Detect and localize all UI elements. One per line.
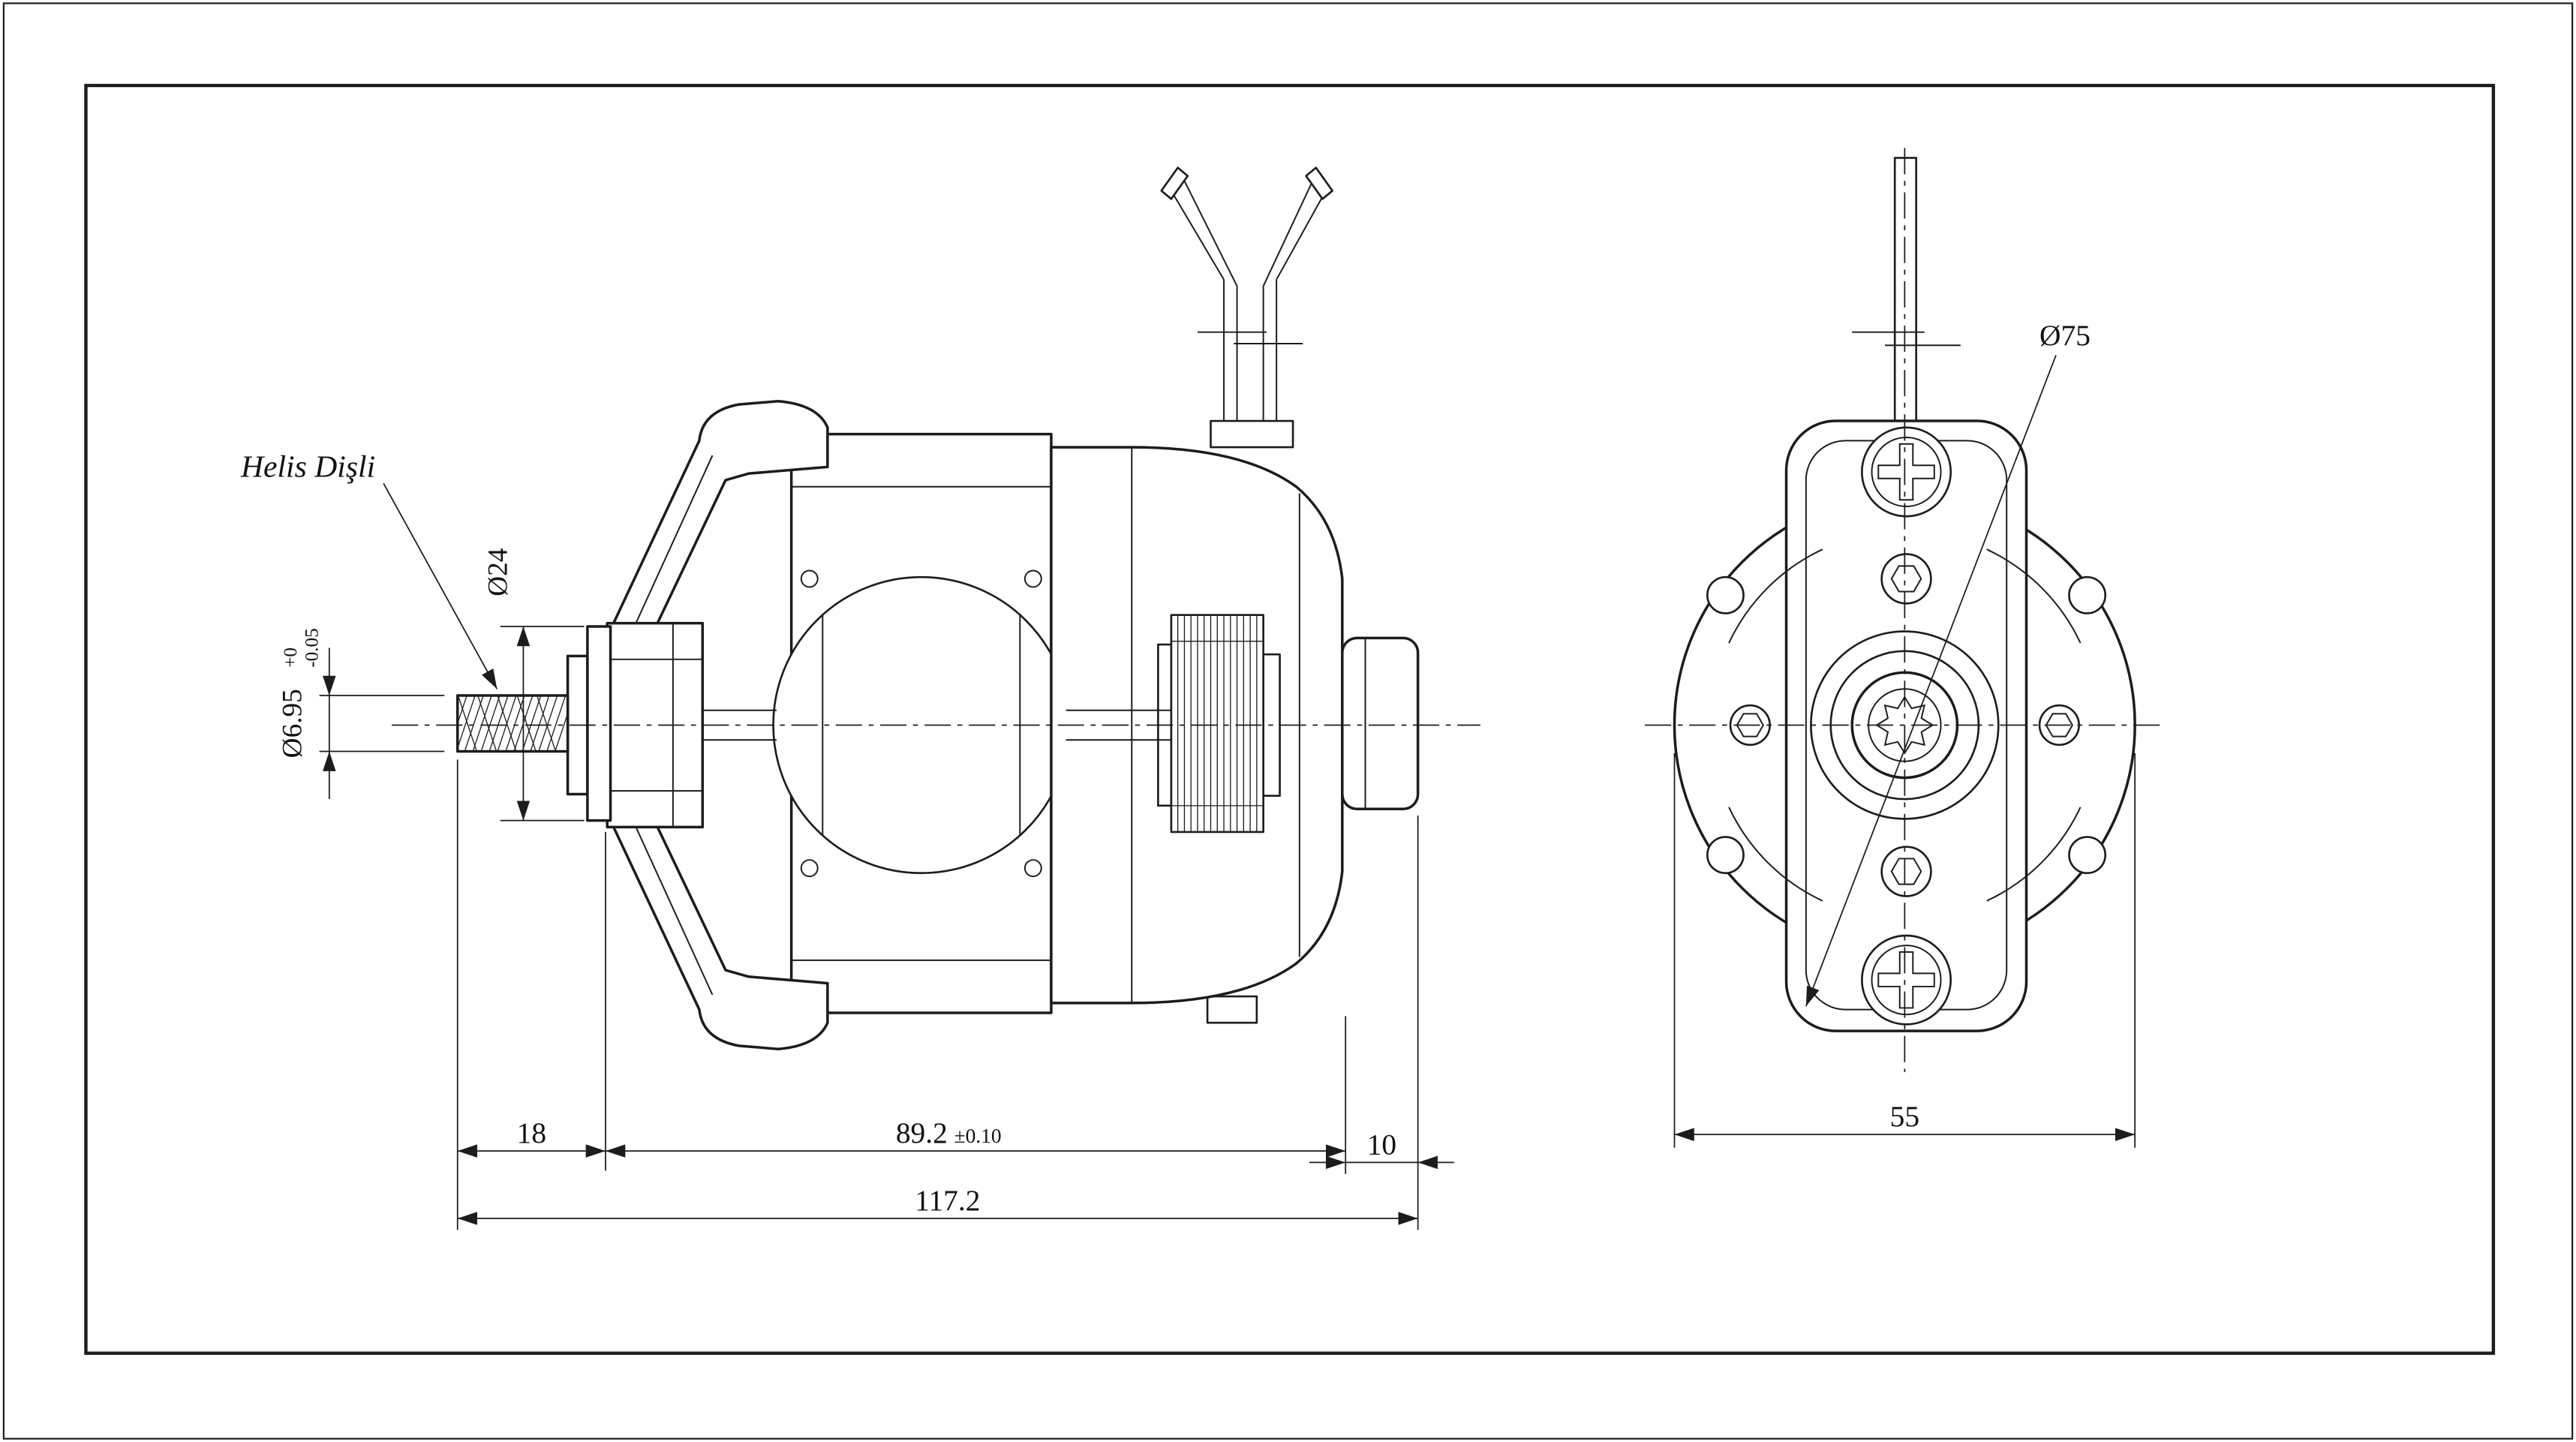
overall-length-value: 117.2: [915, 1184, 980, 1217]
commutator: [1157, 614, 1281, 834]
dim-rear-length: 10: [1309, 816, 1454, 1230]
stator-bolt-hole: [800, 569, 819, 588]
rotor-shaft: [702, 709, 1171, 741]
helical-gear: [456, 694, 570, 753]
shaft-dia-value: Ø6.95: [278, 689, 308, 758]
rear-shaft: [1341, 636, 1420, 811]
bracket-bottom-arm: [609, 796, 829, 1050]
dim-flange-circle: Ø75: [1805, 319, 2091, 1007]
collar-dia-value: Ø24: [483, 548, 514, 596]
dim-gear-length: 18: [456, 759, 606, 1230]
dim-shaft-diameter: Ø6.95 +0 -0.05: [278, 628, 445, 800]
dim-housing-width: 55: [1673, 753, 2136, 1148]
dim-overall-length: 117.2: [457, 1184, 1418, 1225]
dim-collar-diameter: Ø24: [483, 548, 585, 822]
stator-bolt-hole: [800, 859, 819, 878]
hex-boss-top: [1880, 553, 1932, 605]
rear-length-value: 10: [1367, 1128, 1396, 1161]
stator-bolt-hole: [1023, 859, 1042, 878]
wire-terminal-left: [1160, 167, 1189, 200]
phillips-screw-bottom: [1861, 934, 1952, 1026]
dimensions: Helis Dişli Ø6.95 +0 -0.05 Ø24: [240, 319, 2136, 1230]
hex-boss-bottom: [1880, 846, 1932, 897]
power-wires: [1160, 167, 1333, 422]
wire-exit-boss: [1210, 419, 1294, 449]
callout-helical-gear: Helis Dişli: [240, 450, 498, 689]
stator-bolt-hole: [1023, 569, 1042, 588]
housing-width-value: 55: [1890, 1100, 1919, 1133]
flange-dia-value: Ø75: [2039, 319, 2091, 352]
casting-arcs: [1728, 548, 2082, 902]
shaft-break-marks: [1852, 331, 1961, 347]
front-shaft: [1893, 157, 1917, 425]
gear-length-value: 18: [517, 1116, 546, 1149]
bracket-top-arm: [609, 399, 829, 654]
helical-gear-label: Helis Dişli: [240, 450, 375, 485]
body-length-tol: ±0.10: [954, 1125, 1002, 1147]
side-view: [392, 167, 1480, 1050]
shaft-dia-tol-plus: +0: [281, 647, 301, 668]
wire-terminal-right: [1305, 167, 1333, 200]
sheet-border: [84, 83, 2496, 1355]
phillips-screw-top: [1861, 426, 1952, 518]
dim-body-length: 89.2 ±0.10: [606, 1016, 1347, 1174]
shaft-dia-tol-minus: -0.05: [302, 628, 322, 667]
front-view: [1645, 148, 2165, 1072]
shaft-collar: [566, 625, 612, 822]
bottom-boss: [1206, 995, 1258, 1024]
bolt-holes: [1706, 575, 2107, 875]
body-length-value: 89.2: [896, 1116, 948, 1149]
wire-break-marks: [1197, 331, 1303, 345]
